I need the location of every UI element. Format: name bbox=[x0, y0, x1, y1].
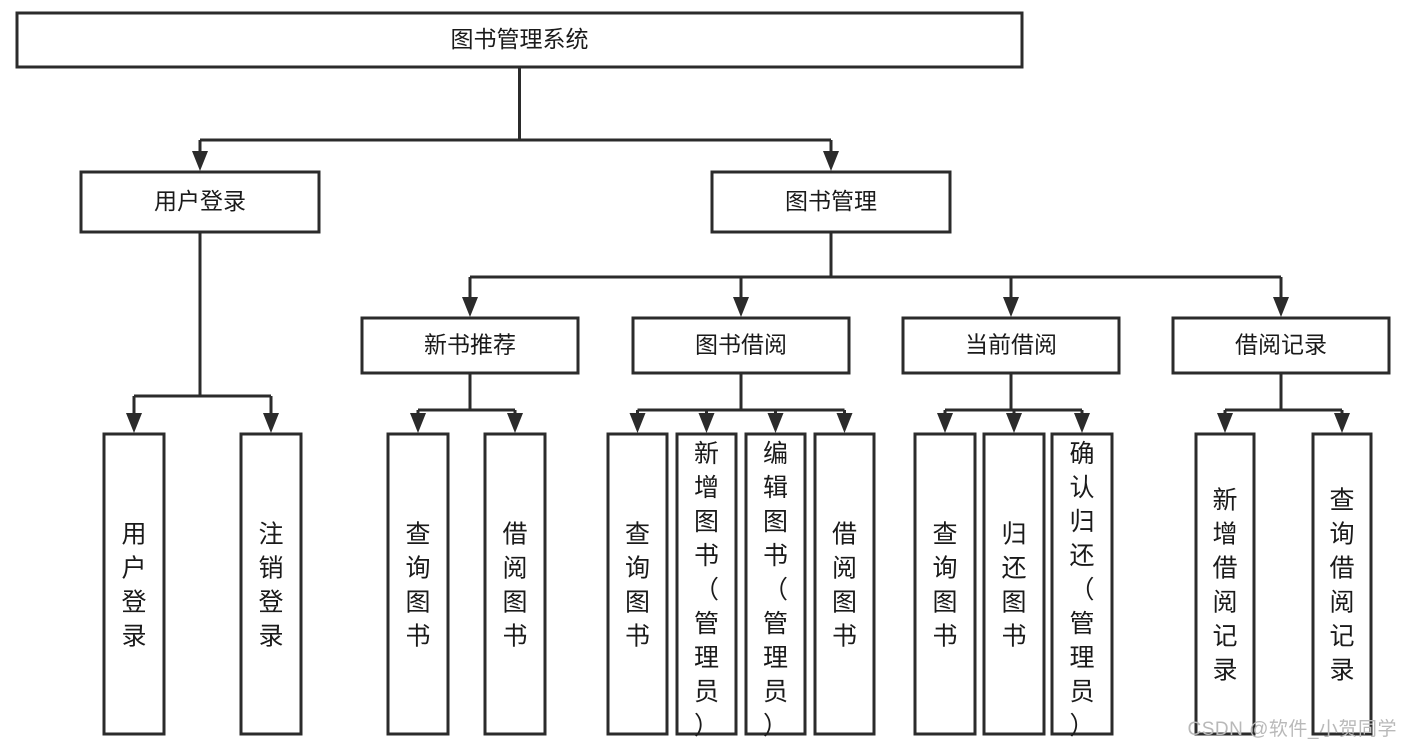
arrow-head bbox=[629, 413, 646, 433]
node-box bbox=[15, 11, 1024, 69]
node-leaf-user-login[interactable]: 用户登录 bbox=[102, 432, 166, 736]
node-leaf-add-book[interactable]: 新增图书（管理员） bbox=[675, 432, 738, 740]
arrow-head bbox=[1006, 413, 1022, 433]
arrow-head bbox=[937, 413, 953, 433]
node-leaf-query-borrow-record[interactable]: 查询借阅记录 bbox=[1311, 432, 1373, 736]
node-book-borrow[interactable]: 图书借阅 bbox=[631, 316, 851, 375]
node-leaf-return-book[interactable]: 归还图书 bbox=[982, 432, 1046, 736]
node-box bbox=[79, 170, 321, 234]
node-leaf-borrow-book-2[interactable]: 借阅图书 bbox=[813, 432, 876, 736]
arrow-head bbox=[126, 413, 142, 433]
node-new-book-recommend[interactable]: 新书推荐 bbox=[360, 316, 580, 375]
node-label: 借阅记录 bbox=[1235, 332, 1327, 358]
node-box bbox=[606, 432, 669, 736]
arrow-head bbox=[1217, 413, 1233, 433]
node-label: 查询图书 bbox=[405, 521, 430, 651]
node-label: 新增图书（管理员） bbox=[694, 440, 719, 740]
arrow-head bbox=[263, 413, 279, 433]
node-label: 用户登录 bbox=[121, 521, 146, 651]
arrow-head bbox=[507, 413, 523, 433]
arrow-head bbox=[733, 297, 749, 317]
node-label: 图书借阅 bbox=[695, 332, 787, 358]
node-box bbox=[1194, 432, 1256, 736]
node-label: 编辑图书（管理员） bbox=[763, 440, 788, 740]
node-box bbox=[386, 432, 450, 736]
arrow-head bbox=[1074, 413, 1090, 433]
node-box bbox=[675, 432, 738, 736]
arrow-head bbox=[1003, 297, 1019, 317]
node-leaf-confirm-return[interactable]: 确认归还（管理员） bbox=[1050, 432, 1114, 740]
node-box bbox=[483, 432, 547, 736]
node-box bbox=[631, 316, 851, 375]
node-label: 查询借阅记录 bbox=[1329, 487, 1354, 685]
node-box bbox=[360, 316, 580, 375]
arrow-head bbox=[1334, 413, 1350, 433]
node-box bbox=[1311, 432, 1373, 736]
node-book-manage[interactable]: 图书管理 bbox=[710, 170, 952, 234]
node-label: 用户登录 bbox=[154, 188, 246, 214]
node-box bbox=[901, 316, 1121, 375]
node-label: 借阅图书 bbox=[502, 521, 527, 651]
node-leaf-edit-book[interactable]: 编辑图书（管理员） bbox=[744, 432, 807, 740]
node-box bbox=[1050, 432, 1114, 736]
node-label: 新增借阅记录 bbox=[1212, 487, 1237, 685]
node-label: 图书管理系统 bbox=[451, 26, 589, 52]
node-label: 图书管理 bbox=[785, 188, 877, 214]
node-borrow-record[interactable]: 借阅记录 bbox=[1171, 316, 1391, 375]
node-label: 借阅图书 bbox=[832, 521, 857, 651]
node-label: 新书推荐 bbox=[424, 332, 516, 358]
arrow-head bbox=[462, 297, 478, 317]
node-box bbox=[813, 432, 876, 736]
node-user-login[interactable]: 用户登录 bbox=[79, 170, 321, 234]
connector-layer bbox=[126, 67, 1350, 433]
node-leaf-user-logout[interactable]: 注销登录 bbox=[239, 432, 303, 736]
node-box bbox=[913, 432, 977, 736]
node-box bbox=[710, 170, 952, 234]
arrow-head bbox=[410, 413, 426, 433]
node-layer: 图书管理系统用户登录图书管理新书推荐图书借阅当前借阅借阅记录用户登录注销登录查询… bbox=[15, 11, 1391, 740]
node-leaf-query-book-3[interactable]: 查询图书 bbox=[913, 432, 977, 736]
arrow-head bbox=[192, 151, 208, 171]
arrow-head bbox=[823, 151, 839, 171]
node-box bbox=[1171, 316, 1391, 375]
node-label: 查询图书 bbox=[625, 521, 650, 651]
node-label: 注销登录 bbox=[258, 521, 283, 651]
node-label: 当前借阅 bbox=[965, 332, 1057, 358]
node-leaf-borrow-book-1[interactable]: 借阅图书 bbox=[483, 432, 547, 736]
node-box bbox=[102, 432, 166, 736]
node-box bbox=[239, 432, 303, 736]
node-label: 查询图书 bbox=[932, 521, 957, 651]
arrow-head bbox=[767, 413, 784, 433]
arrow-head bbox=[698, 413, 715, 433]
node-leaf-query-book-2[interactable]: 查询图书 bbox=[606, 432, 669, 736]
node-label: 归还图书 bbox=[1001, 521, 1026, 651]
node-box bbox=[982, 432, 1046, 736]
node-current-borrow[interactable]: 当前借阅 bbox=[901, 316, 1121, 375]
node-root-system[interactable]: 图书管理系统 bbox=[15, 11, 1024, 69]
node-label: 确认归还（管理员） bbox=[1069, 440, 1094, 740]
arrow-head bbox=[1273, 297, 1289, 317]
arrow-head bbox=[836, 413, 853, 433]
node-leaf-add-borrow-record[interactable]: 新增借阅记录 bbox=[1194, 432, 1256, 736]
node-box bbox=[744, 432, 807, 736]
node-leaf-query-book-1[interactable]: 查询图书 bbox=[386, 432, 450, 736]
